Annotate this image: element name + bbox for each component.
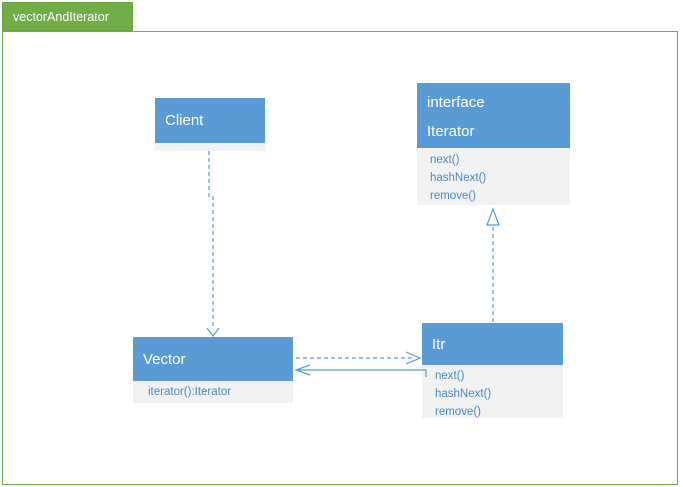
- class-iterator[interactable]: interface Iterator next() hashNext() rem…: [417, 83, 570, 205]
- class-iterator-title: Iterator: [427, 123, 475, 140]
- diagram-tab[interactable]: vectorAndIterator: [2, 2, 133, 31]
- connector-vector-to-itr[interactable]: [296, 351, 422, 365]
- class-vector[interactable]: Vector iterator():Iterator: [133, 337, 293, 403]
- class-iterator-header: interface Iterator: [417, 83, 570, 148]
- class-vector-header: Vector: [133, 337, 293, 381]
- diagram-canvas[interactable]: [2, 31, 678, 485]
- method-next: next(): [435, 370, 465, 382]
- method-iterator: iterator():Iterator: [148, 386, 232, 398]
- method-hashnext: hashNext(): [430, 172, 487, 184]
- class-itr-title: Itr: [432, 335, 446, 353]
- class-vector-title: Vector: [143, 350, 186, 368]
- class-itr[interactable]: Itr next() hashNext() remove(): [422, 323, 563, 418]
- diagram-tab-label: vectorAndIterator: [13, 9, 109, 24]
- class-client-title: Client: [165, 112, 204, 129]
- class-itr-header: Itr: [422, 323, 563, 365]
- class-client[interactable]: Client: [155, 98, 265, 151]
- class-iterator-stereotype: interface: [427, 94, 485, 111]
- method-remove: remove(): [435, 406, 482, 418]
- connector-client-to-vector[interactable]: [206, 151, 220, 337]
- class-iterator-body: next() hashNext() remove(): [417, 148, 570, 205]
- method-hashnext: hashNext(): [435, 388, 492, 400]
- class-client-header: Client: [155, 98, 265, 143]
- class-client-body: [155, 143, 265, 151]
- connector-itr-to-vector[interactable]: [294, 364, 427, 377]
- method-remove: remove(): [430, 190, 477, 202]
- class-itr-body: next() hashNext() remove(): [422, 365, 563, 418]
- class-vector-body: iterator():Iterator: [133, 381, 293, 403]
- method-next: next(): [430, 154, 460, 166]
